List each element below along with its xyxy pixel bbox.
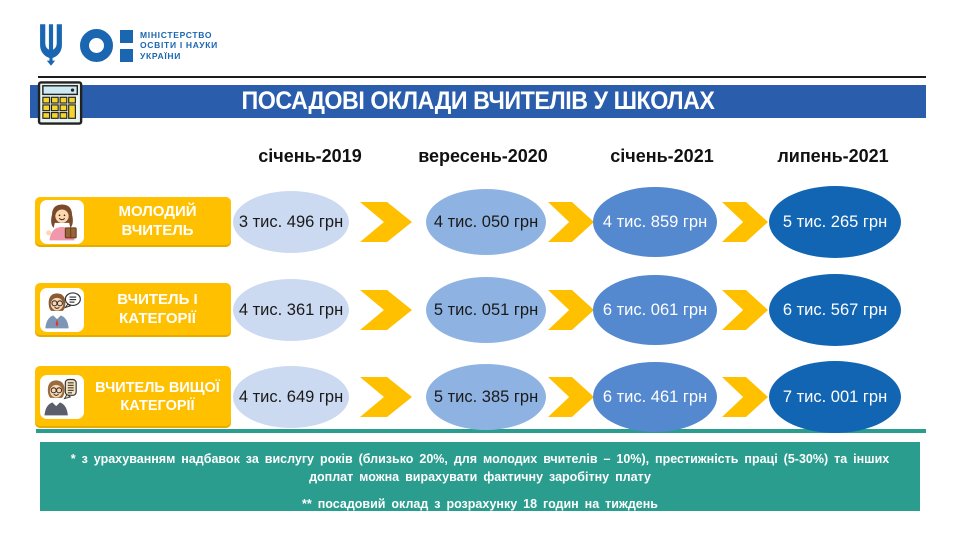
salary-row-senior-teacher: ВЧИТЕЛЬ ВИЩОЇ КАТЕГОРІЇ 4 тис. 649 грн 5…: [0, 360, 960, 434]
ministry-logo: МІНІСТЕРСТВО ОСВІТИ І НАУКИ УКРАЇНИ: [80, 29, 218, 62]
footnotes-panel: * з урахуванням надбавок за вислугу рокі…: [40, 442, 920, 511]
row-label-text: ВЧИТЕЛЬ І КАТЕГОРІЇ: [117, 291, 198, 327]
salary-value: 5 тис. 385 грн: [426, 364, 546, 430]
salary-value: 3 тис. 496 грн: [233, 191, 349, 253]
column-header-jul2021: липень-2021: [777, 146, 889, 166]
column-header-sep2020: вересень-2020: [418, 146, 548, 166]
young-teacher-icon: [40, 200, 84, 244]
salary-value: 4 тис. 649 грн: [233, 366, 349, 428]
page-title: ПОСАДОВІ ОКЛАДИ ВЧИТЕЛІВ У ШКОЛАХ: [241, 87, 715, 115]
salary-value: 6 тис. 567 грн: [769, 274, 901, 346]
arrow-right-icon: [722, 377, 768, 417]
ministry-logo-colon-icon: [120, 29, 133, 62]
arrow-right-icon: [548, 377, 594, 417]
arrow-right-icon: [722, 202, 768, 242]
arrow-right-icon: [360, 377, 412, 417]
calculator-icon: [37, 81, 83, 125]
ministry-name-line: МІНІСТЕРСТВО: [140, 29, 213, 40]
arrow-right-icon: [548, 290, 594, 330]
salary-value: 6 тис. 461 грн: [593, 362, 717, 432]
salary-value: 5 тис. 051 грн: [426, 277, 546, 343]
column-header-jan2019: січень-2019: [258, 146, 362, 166]
row-label-text: ВЧИТЕЛЬ ВИЩОЇ КАТЕГОРІЇ: [95, 379, 220, 414]
arrow-right-icon: [548, 202, 594, 242]
trident-icon: [40, 24, 62, 66]
row-label-category1-teacher: ВЧИТЕЛЬ І КАТЕГОРІЇ: [35, 283, 231, 337]
salary-value: 4 тис. 050 грн: [426, 189, 546, 255]
row-label-senior-teacher: ВЧИТЕЛЬ ВИЩОЇ КАТЕГОРІЇ: [35, 366, 231, 428]
divider-line: [38, 76, 926, 78]
ministry-name-line: УКРАЇНИ: [140, 50, 182, 61]
salary-value: 4 тис. 859 грн: [593, 187, 717, 257]
row-label-text: МОЛОДИЙ ВЧИТЕЛЬ: [118, 203, 197, 239]
ministry-name: МІНІСТЕРСТВО ОСВІТИ І НАУКИ УКРАЇНИ: [140, 30, 218, 62]
footnote-2: ** посадовий оклад з розрахунку 18 годин…: [302, 497, 658, 512]
salary-value: 4 тис. 361 грн: [233, 279, 349, 341]
column-header-jan2021: січень-2021: [610, 146, 714, 166]
salary-value: 7 тис. 001 грн: [769, 361, 901, 433]
row-label-young-teacher: МОЛОДИЙ ВЧИТЕЛЬ: [35, 197, 231, 247]
salary-value: 6 тис. 061 грн: [593, 275, 717, 345]
arrow-right-icon: [722, 290, 768, 330]
salary-value: 5 тис. 265 грн: [769, 186, 901, 258]
footer-strip: [36, 429, 926, 433]
ministry-name-line: ОСВІТИ І НАУКИ: [140, 40, 218, 51]
title-bar: ПОСАДОВІ ОКЛАДИ ВЧИТЕЛІВ У ШКОЛАХ: [30, 85, 926, 118]
senior-teacher-icon: [40, 375, 84, 419]
salary-row-category1-teacher: ВЧИТЕЛЬ І КАТЕГОРІЇ 4 тис. 361 грн 5 тис…: [0, 273, 960, 347]
arrow-right-icon: [360, 290, 412, 330]
ministry-logo-ring-icon: [80, 29, 113, 62]
footnote-1: * з урахуванням надбавок за вислугу рокі…: [70, 452, 890, 485]
salary-row-young-teacher: МОЛОДИЙ ВЧИТЕЛЬ 3 тис. 496 грн 4 тис. 05…: [0, 185, 960, 259]
category1-teacher-icon: [40, 288, 84, 332]
arrow-right-icon: [360, 202, 412, 242]
